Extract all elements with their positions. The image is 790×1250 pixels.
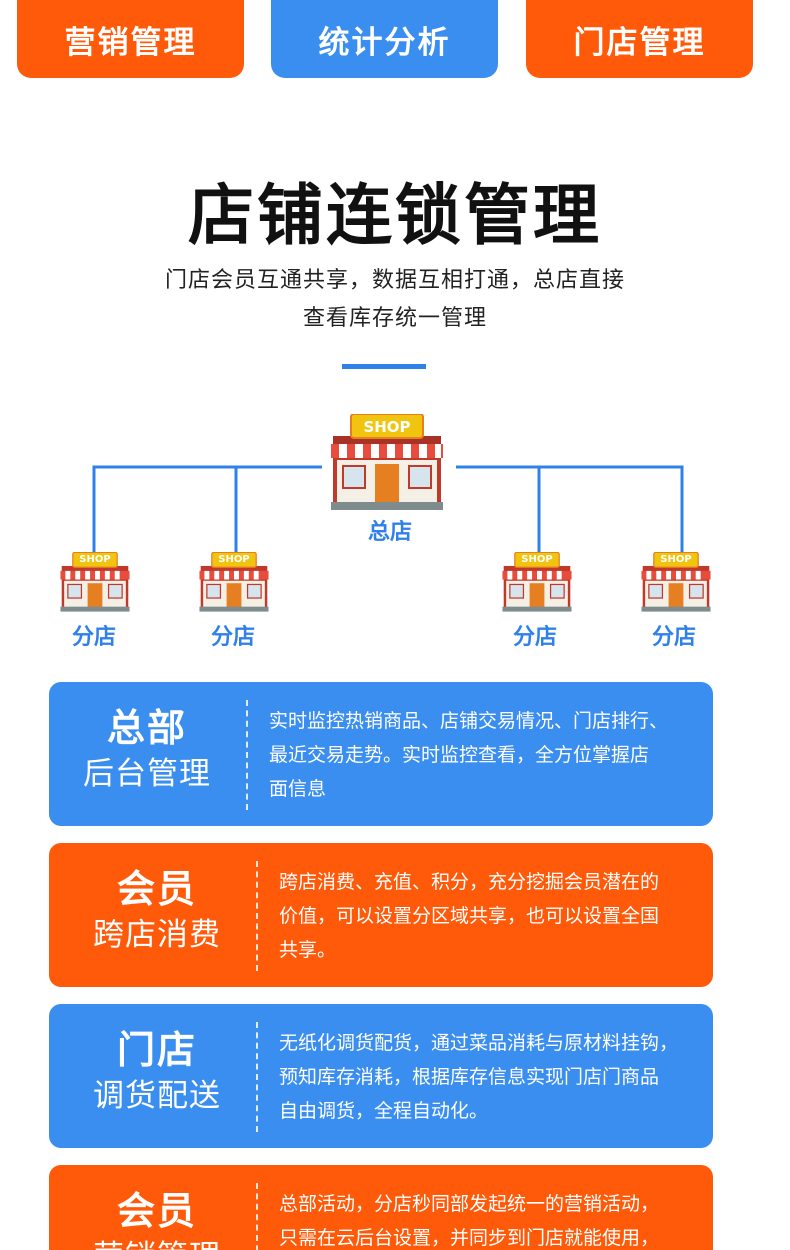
card-title-block: 会员 营销管理 (59, 1187, 255, 1250)
card-divider (256, 1183, 258, 1250)
card-title: 总部 (106, 706, 187, 750)
branch-shop-icon (197, 551, 271, 612)
card-title-block: 会员 跨店消费 (59, 865, 255, 957)
card-description: 总部活动，分店秒同部发起统一的营销活动， 只需在云后台设置，并同步到门店就能使用… (279, 1187, 703, 1250)
subtitle-line-1: 门店会员互通共享，数据互相打通，总店直接 (164, 268, 625, 293)
card-title: 会员 (116, 867, 197, 911)
branch-label: 分店 (210, 625, 255, 650)
branch-sign-text: SHOP (79, 554, 111, 565)
card-description-line: 面信息 (269, 778, 327, 800)
card-description: 无纸化调货配货，通过菜品消耗与原材料挂钩， 预知库存消耗，根据库存信息实现门店门… (279, 1026, 711, 1128)
branch-shop-icon (58, 551, 132, 612)
card-title: 会员 (116, 1189, 197, 1233)
card-divider (256, 1022, 258, 1132)
branch-label: 分店 (71, 625, 116, 650)
branch-sign-text: SHOP (521, 554, 553, 565)
card-description-line: 自由调货，全程自动化。 (279, 1100, 489, 1122)
branch-sign-text: SHOP (218, 554, 250, 565)
feature-card-member-cross-store: 会员 跨店消费 跨店消费、充值、积分，充分挖掘会员潜在的 价值，可以设置分区域共… (49, 843, 713, 987)
branch-shop-icon (639, 551, 713, 612)
subtitle-line-2: 查看库存统一管理 (302, 306, 487, 331)
store-tree-connectors (92, 465, 684, 552)
hq-label: 总店 (367, 520, 412, 545)
card-subtitle: 后台管理 (83, 756, 211, 792)
hq-sign-text: SHOP (363, 418, 411, 436)
hq-shop-icon (327, 413, 447, 510)
page-title: 店铺连锁管理 (188, 177, 602, 254)
branch-label: 分店 (651, 625, 696, 650)
card-description-line: 总部活动，分店秒同部发起统一的营销活动， (279, 1193, 660, 1215)
branch-shop-icon (500, 551, 574, 612)
card-description-line: 实时监控热销商品、店铺交易情况、门店排行、 (269, 710, 669, 732)
branch-sign-text: SHOP (660, 554, 692, 565)
card-title-block: 总部 后台管理 (49, 704, 245, 796)
card-title: 门店 (116, 1028, 197, 1072)
card-description-line: 只需在云后台设置，并同步到门店就能使用， (279, 1227, 660, 1249)
card-divider (256, 861, 258, 971)
card-description-line: 价值，可以设置分区域共享，也可以设置全国 (279, 905, 660, 927)
feature-card-member-marketing: 会员 营销管理 总部活动，分店秒同部发起统一的营销活动， 只需在云后台设置，并同… (49, 1165, 713, 1250)
card-description: 跨店消费、充值、积分，充分挖掘会员潜在的 价值，可以设置分区域共享，也可以设置全… (279, 865, 703, 967)
card-description-line: 跨店消费、充值、积分，充分挖掘会员潜在的 (279, 871, 660, 893)
card-description-line: 共享。 (279, 939, 337, 961)
card-description-line: 最近交易走势。实时监控查看，全方位掌握店 (269, 744, 650, 766)
divider (342, 364, 426, 369)
tab-store-management[interactable]: 门店管理 (526, 0, 753, 78)
tab-statistics[interactable]: 统计分析 (271, 0, 498, 78)
card-subtitle: 跨店消费 (93, 917, 221, 953)
card-subtitle: 调货配送 (93, 1078, 221, 1114)
tab-marketing[interactable]: 营销管理 (17, 0, 244, 78)
branch-label: 分店 (512, 625, 557, 650)
card-title-block: 门店 调货配送 (59, 1026, 255, 1118)
card-description: 实时监控热销商品、店铺交易情况、门店排行、 最近交易走势。实时监控查看，全方位掌… (269, 704, 703, 806)
feature-card-hq-backend: 总部 后台管理 实时监控热销商品、店铺交易情况、门店排行、 最近交易走势。实时监… (49, 682, 713, 826)
card-divider (246, 700, 248, 810)
card-subtitle: 营销管理 (59, 1235, 255, 1250)
card-description-line: 预知库存消耗，根据库存信息实现门店门商品 (279, 1066, 660, 1088)
feature-card-store-transfer: 门店 调货配送 无纸化调货配货，通过菜品消耗与原材料挂钩， 预知库存消耗，根据库… (49, 1004, 713, 1148)
card-description-line: 无纸化调货配货，通过菜品消耗与原材料挂钩， (279, 1032, 679, 1054)
